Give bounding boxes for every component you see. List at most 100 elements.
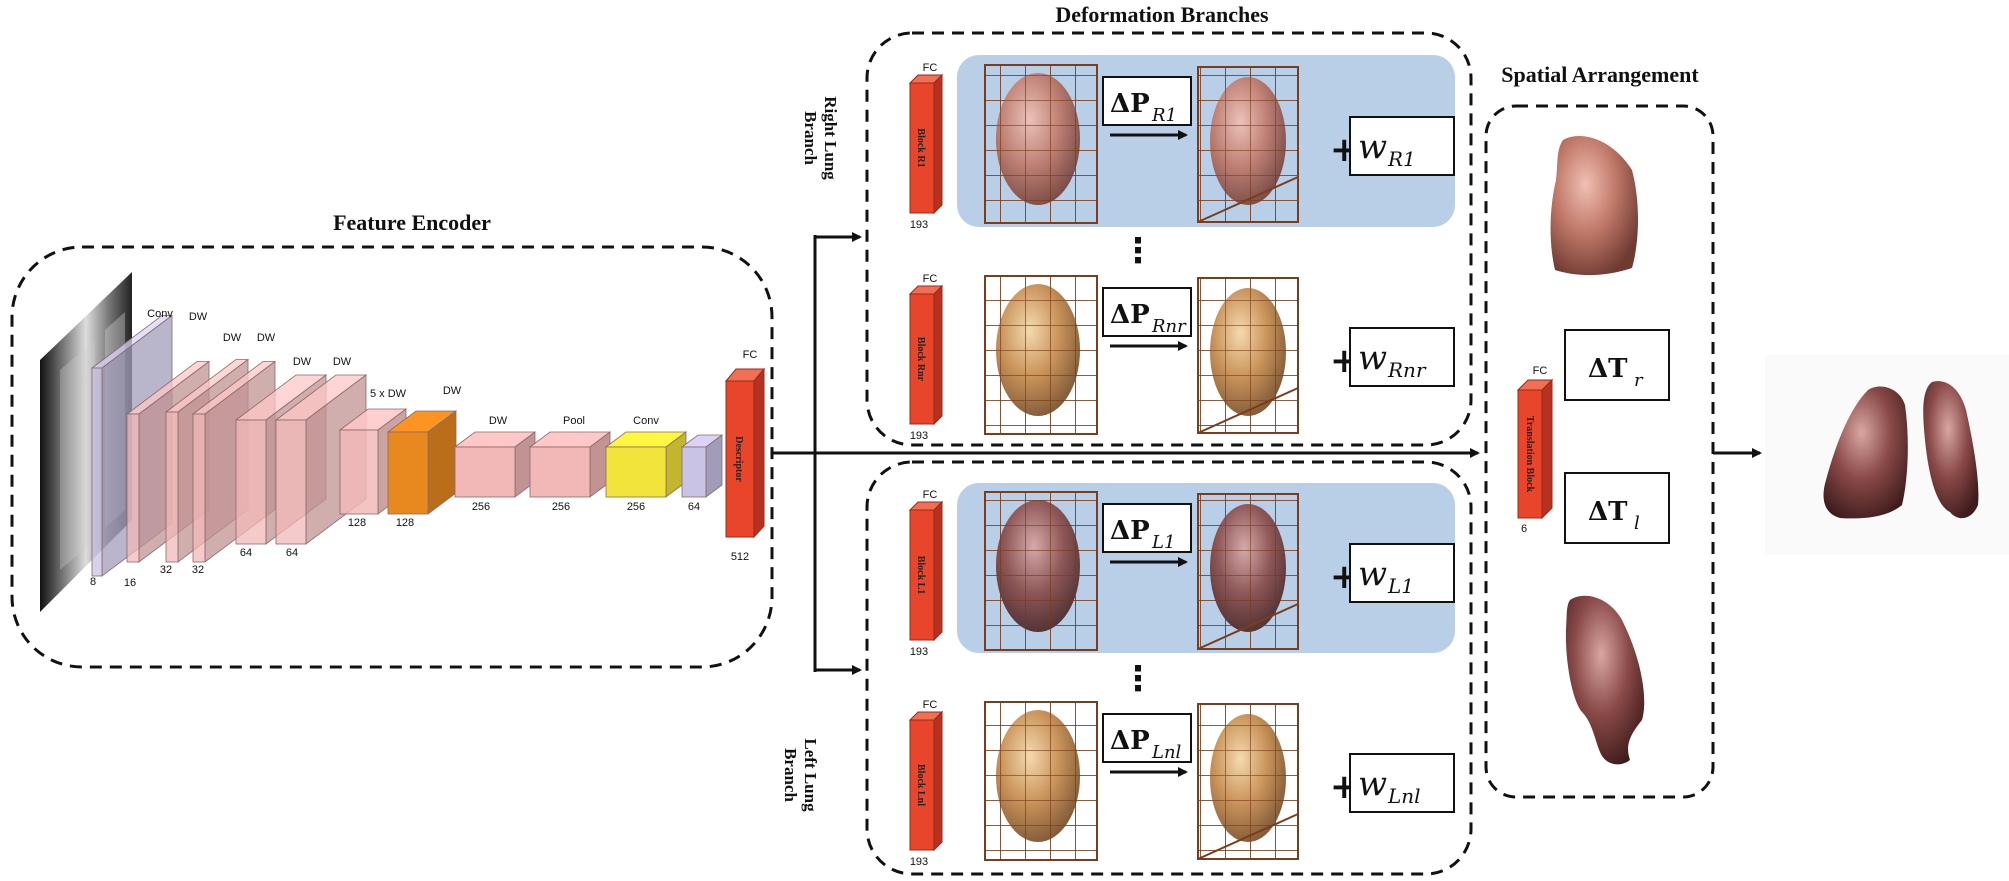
delta-t-right-symbol: ΔT (1588, 354, 1628, 384)
weight-subscript: Rnr (1387, 358, 1427, 382)
template-mesh-grid (984, 275, 1098, 435)
encoder-layer-type-label: DW (333, 356, 352, 368)
spatial-arrangement-box (1484, 104, 1715, 799)
delta-t-left-sub: l (1634, 513, 1640, 534)
encoder-layer-type-label: DW (489, 415, 508, 427)
encoder-layer-type-label: DW (189, 311, 208, 323)
translation-fc-label: FC (1533, 365, 1548, 377)
encoder-layer-type-label: 5 x DW (370, 388, 407, 400)
feature-encoder-box (10, 245, 774, 669)
branch-fc-label: FC (923, 62, 938, 74)
translation-size: 6 (1521, 523, 1527, 535)
delta-t-right-box: ΔT r (1564, 329, 1670, 401)
deformed-mesh-grid (1197, 66, 1299, 223)
spatial-arrangement-title: Spatial Arrangement (1501, 62, 1699, 87)
weight-symbol: w (1358, 127, 1387, 167)
left-lung-branch-label-2: Branch (781, 748, 800, 802)
left-branch-box (865, 460, 1473, 876)
encoder-layer-type-label: DW (223, 332, 242, 344)
encoder-layer-channel-label: 128 (396, 517, 414, 529)
output-right-lung (1823, 386, 1908, 519)
right-lung-branch-label-2: Branch (801, 111, 820, 165)
delta-t-left-box: ΔT l (1564, 472, 1670, 544)
delta-p-symbol: ΔP (1110, 726, 1150, 756)
delta-p-subscript: R1 (1151, 105, 1177, 126)
translation-block-label: Translation Block (1524, 416, 1535, 493)
encoder-layer-channel-label: 64 (240, 547, 252, 559)
descriptor-fc-block: FC Descriptor 512 (724, 349, 766, 563)
delta-p-symbol: ΔP (1110, 300, 1150, 330)
encoder-layer-type-label: Conv (633, 415, 659, 427)
encoder-layer-type-label: DW (293, 356, 312, 368)
weight-symbol: w (1358, 554, 1387, 594)
branch-block-label: Block Lnl (915, 764, 926, 806)
descriptor-label: Descriptor (733, 436, 744, 482)
deformed-mesh-grid (1197, 493, 1299, 650)
delta-t-left-symbol: ΔT (1588, 497, 1628, 527)
weight-subscript: Lnl (1387, 784, 1421, 808)
encoder-layer-type-label: Pool (563, 415, 585, 427)
encoder-layer-type-label: Conv (147, 308, 173, 320)
right-lung-branch-label-1: Right Lung (821, 96, 840, 180)
branch-size-label: 193 (910, 856, 928, 868)
branch-size-label: 193 (910, 646, 928, 658)
encoder-layer-type-label: DW (443, 385, 462, 397)
weight-subscript: R1 (1387, 147, 1416, 171)
encoder-layer-type-label: DW (257, 332, 276, 344)
branch-block-label: Block R1 (915, 128, 926, 167)
encoder-layer-channel-label: 64 (286, 547, 298, 559)
left-lung-branch-label-1: Left Lung (801, 738, 820, 812)
deformed-mesh-grid (1197, 277, 1299, 434)
feature-encoder-title: Feature Encoder (333, 210, 491, 235)
encoder-layer-block (453, 431, 537, 498)
right-lung-shape (1550, 135, 1638, 276)
branch-fc-block: FC Block R1 193 (908, 62, 944, 231)
encoder-layer-block (386, 410, 458, 515)
encoder-layer-channel-label: 256 (627, 501, 645, 513)
encoder-layer-channel-label: 64 (688, 501, 700, 513)
delta-t-right-sub: r (1634, 370, 1644, 391)
encoder-layer-channel-label: 256 (472, 501, 490, 513)
encoder-layer-channel-label: 128 (348, 517, 366, 529)
main-connections (772, 232, 1762, 675)
branch-fc-label: FC (923, 489, 938, 501)
weight-symbol: w (1358, 338, 1387, 378)
right-branch-ellipsis: ⋮ (1121, 231, 1155, 271)
translation-fc-block: FC Translation Block 6 (1516, 365, 1554, 535)
output-lungs (1765, 355, 2009, 555)
weight-symbol: w (1358, 764, 1387, 804)
template-mesh-grid (984, 64, 1098, 224)
left-branch-ellipsis: ⋮ (1121, 659, 1155, 699)
delta-p-symbol: ΔP (1110, 89, 1150, 119)
encoder-layer-channel-label: 8 (90, 576, 96, 588)
delta-p-symbol: ΔP (1110, 516, 1150, 546)
encoder-layers: 8 Conv 16 DW 32 DW 32 DW 64 DW 64 DW 128 5 x DW 128 DW 2… (90, 308, 724, 589)
template-mesh-grid (984, 701, 1098, 861)
encoder-layer-block (528, 431, 612, 498)
descriptor-fc-label: FC (743, 349, 758, 361)
branch-size-label: 193 (910, 219, 928, 231)
encoder-layer-channel-label: 256 (552, 501, 570, 513)
encoder-layer-block (680, 434, 724, 498)
template-mesh-grid (984, 491, 1098, 651)
left-lung-shape (1565, 595, 1645, 765)
encoder-layer-channel-label: 16 (124, 577, 136, 589)
deformation-branches-title: Deformation Branches (1055, 2, 1269, 27)
weight-subscript: L1 (1387, 574, 1414, 598)
encoder-layer-channel-label: 32 (192, 564, 204, 576)
encoder-layer-channel-label: 32 (160, 564, 172, 576)
